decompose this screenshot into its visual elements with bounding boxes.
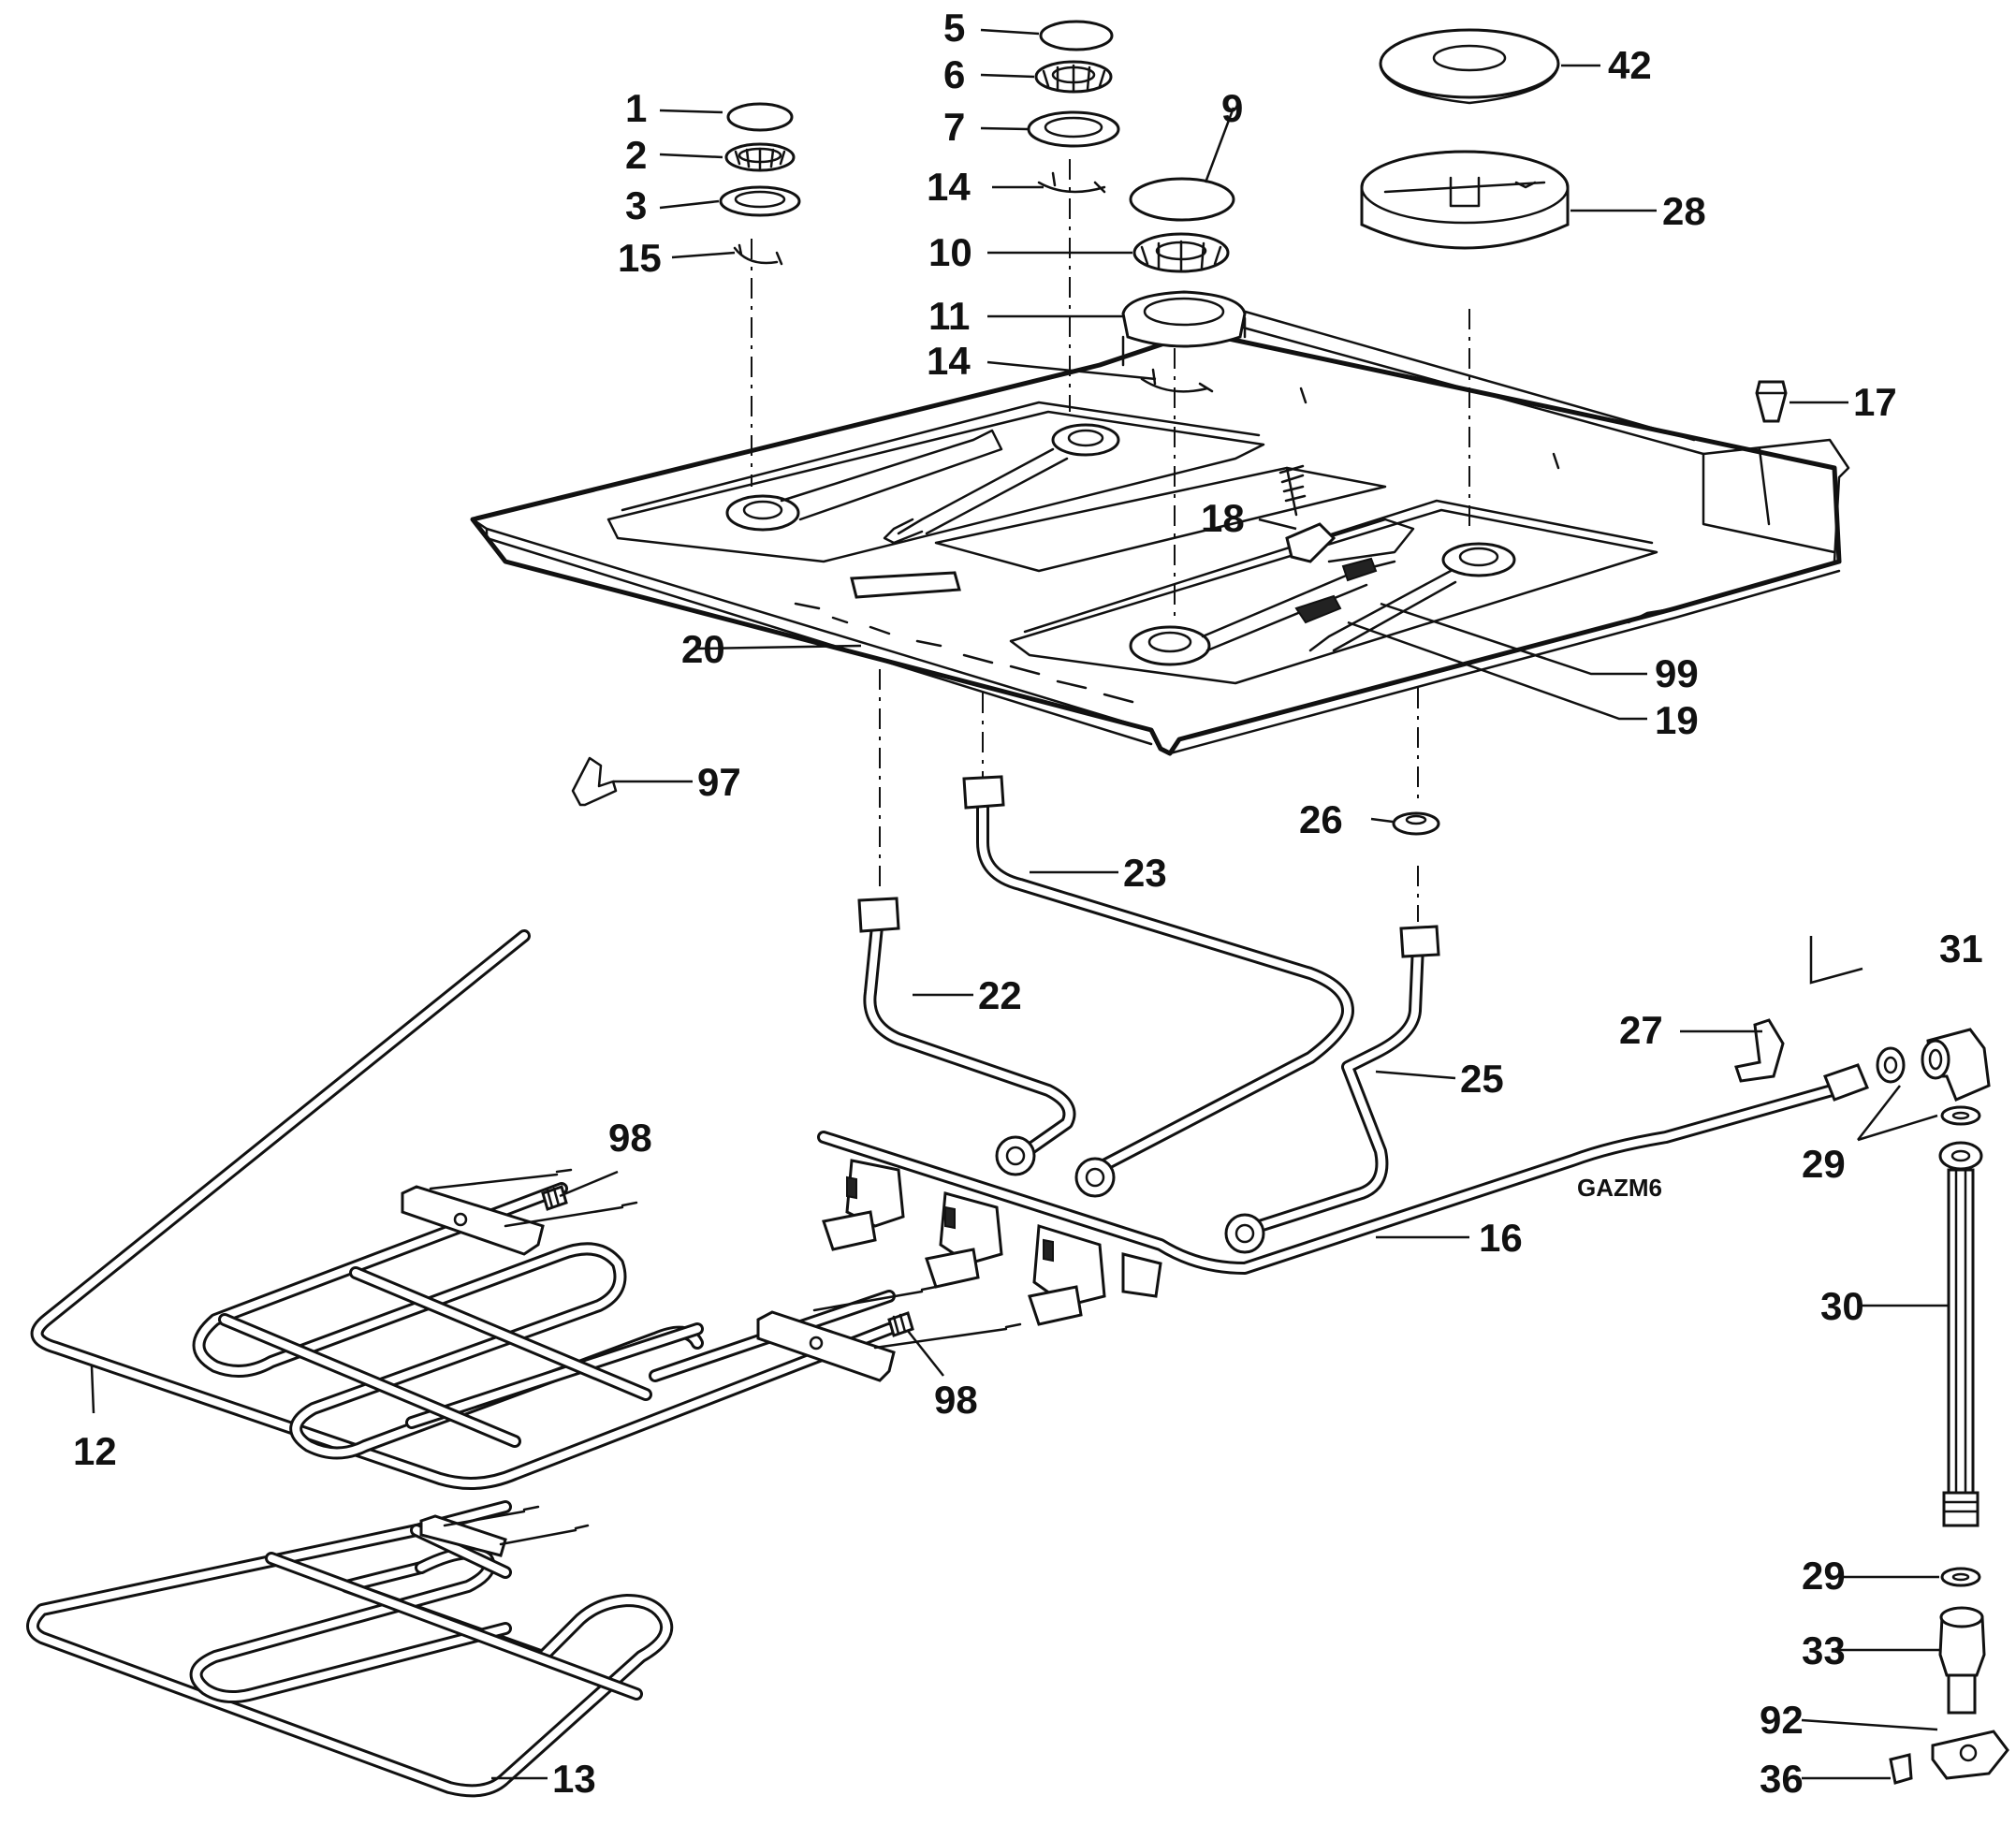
part-30-tube: [1938, 1141, 1983, 1527]
assembly-axes: [751, 159, 1470, 922]
heating-element-lower: [26, 1500, 674, 1798]
callout-29-lower: 29: [1802, 1554, 1846, 1598]
callout-30: 30: [1820, 1284, 1864, 1328]
callout-19: 19: [1655, 698, 1699, 742]
callout-98-lower: 98: [934, 1378, 978, 1422]
callout-1: 1: [625, 86, 647, 130]
callout-18: 18: [1201, 496, 1245, 540]
burner-crown-medium: [1034, 60, 1113, 94]
clip-14-upper: [1037, 171, 1106, 194]
large-burner-assembly: [1121, 177, 1247, 393]
pipe-nut: [962, 775, 1005, 810]
part-92-bracket: [1931, 1730, 2009, 1780]
callout-98-upper: 98: [608, 1116, 652, 1160]
burner-crown-small: [724, 142, 796, 172]
burner-ring-medium: [1027, 110, 1120, 148]
callout-22: 22: [978, 973, 1022, 1017]
callout-97: 97: [697, 760, 741, 804]
gas-pipes: [817, 775, 1869, 1275]
callout-13: 13: [552, 1757, 596, 1801]
callout-5: 5: [943, 6, 965, 50]
callout-23: 23: [1123, 851, 1167, 895]
diagram-code: GAZM6: [1577, 1174, 1662, 1202]
callout-2: 2: [625, 133, 647, 177]
part-36-clip: [1889, 1753, 1913, 1785]
part-26-nut: [1392, 811, 1440, 836]
callout-10: 10: [928, 230, 972, 274]
callout-labels: 1 2 3 15 5 6 7 14 9 10 11 14 42 28 17 18…: [73, 6, 1983, 1801]
part-98-connectors: [541, 1185, 914, 1337]
callout-7: 7: [943, 105, 965, 149]
small-burner-assembly: [719, 102, 801, 266]
callout-36: 36: [1760, 1757, 1804, 1801]
clip-15: [733, 243, 783, 266]
burner-ring-large: [1121, 290, 1247, 367]
wok-cap: [1379, 28, 1560, 105]
callout-11: 11: [928, 294, 970, 338]
callout-6: 6: [943, 52, 965, 96]
callout-14-upper: 14: [927, 165, 971, 209]
callout-16: 16: [1479, 1216, 1523, 1260]
callout-14-lower: 14: [927, 339, 971, 383]
callout-20: 20: [681, 627, 725, 671]
callout-26: 26: [1299, 797, 1343, 841]
callout-92: 92: [1760, 1698, 1804, 1742]
part-31-elbow: [1921, 1028, 1991, 1102]
callout-29-upper: 29: [1802, 1142, 1846, 1186]
wok-burner-assembly: [1360, 28, 1570, 250]
callout-28: 28: [1662, 189, 1706, 233]
medium-burner-assembly: [1027, 20, 1120, 194]
part-29-washers: [1876, 1046, 1981, 1587]
burner-cap-large: [1129, 177, 1235, 222]
burner-cap-small: [726, 102, 794, 132]
callout-99: 99: [1655, 651, 1699, 695]
callout-15: 15: [618, 236, 662, 280]
callout-9: 9: [1221, 86, 1243, 130]
part-97-clip: [571, 756, 618, 807]
callout-33: 33: [1802, 1628, 1846, 1672]
part-17-cap: [1755, 380, 1788, 423]
clip-14-lower: [1140, 368, 1214, 393]
callout-3: 3: [625, 183, 647, 227]
part-27-clip: [1734, 1018, 1785, 1083]
callout-42: 42: [1608, 43, 1652, 87]
callout-12: 12: [73, 1429, 117, 1473]
leader-lines: [90, 28, 1949, 1780]
callout-27: 27: [1619, 1008, 1663, 1052]
callout-17: 17: [1853, 380, 1897, 424]
heating-element-upper: [30, 929, 1022, 1490]
callout-31: 31: [1939, 927, 1983, 971]
burner-cap-medium: [1039, 20, 1114, 51]
hob-plate: [470, 298, 1850, 756]
gas-valves: [822, 1159, 1162, 1326]
wok-base: [1360, 150, 1570, 250]
burner-crown-large: [1132, 232, 1230, 273]
callout-25: 25: [1460, 1057, 1504, 1101]
part-33-fitting: [1938, 1606, 1986, 1715]
burner-ring-small: [719, 185, 801, 217]
